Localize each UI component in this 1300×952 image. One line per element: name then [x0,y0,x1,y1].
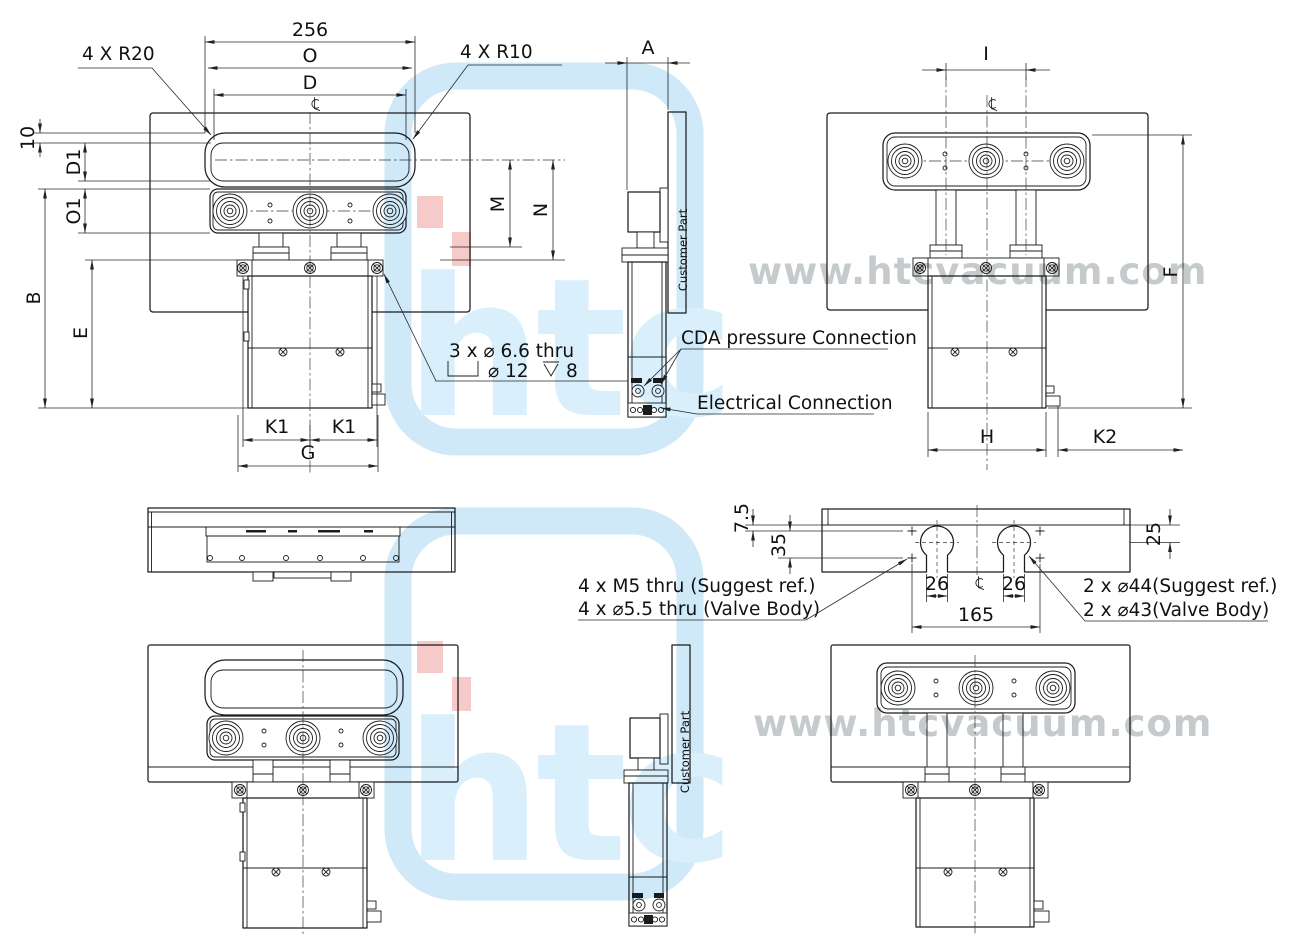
cda-pressure-label: CDA pressure Connection [681,328,917,349]
dim-label-26a: 26 [925,573,949,595]
watermark-red-accent [452,232,471,266]
dim-label-A: A [642,37,655,59]
dim-label-35: 35 [768,533,790,557]
dim-label-F: F [1160,267,1182,278]
cda-port [652,898,666,912]
electrical-connector [643,405,652,415]
dim-label-26b: 26 [1002,573,1026,595]
watermark-logo-text: htc [405,238,729,461]
fitting-left [212,193,248,229]
dim-label-O1: O1 [63,197,85,224]
depth-icon [543,361,559,377]
note-r10: 4 X R10 [460,42,533,63]
hole-note-line1: 3 x ⌀ 6.6 thru [449,341,574,362]
dim-label-25: 25 [1143,522,1165,546]
dim-label-G: G [301,442,316,464]
dim-label-K2: K2 [1093,426,1118,448]
connector-stub [366,910,382,923]
leader-d44 [1028,555,1268,622]
dim-label-256: 256 [292,19,328,41]
dim-label-D1: D1 [63,149,85,176]
watermark-red-accent [452,677,471,711]
dim-label-D: D [303,72,318,94]
valve-body [242,797,368,929]
dim-label-K1a: K1 [265,416,290,438]
electrical-label: Electrical Connection [697,393,893,414]
hole-note-depth: 8 [566,361,578,382]
watermark-url-top: www.htcvacuum.com [748,250,1207,293]
dim-label-O: O [303,45,318,67]
note-d44-line2: 2 x ⌀43(Valve Body) [1083,600,1269,621]
connector-stub [1045,385,1055,394]
rear-view: I F H K2 [826,43,1192,470]
leader-cda-1 [643,348,682,387]
hole-note-cb-dia: ⌀ 12 [488,361,529,382]
watermark-layer: htc htc www.htcvacuum.com www.htcvacuum.… [384,62,1212,906]
connector-stub [1033,910,1050,923]
plan-tab [330,571,352,582]
dim-label-E: E [70,327,92,339]
watermark-red-accent [417,196,443,228]
dim-label-I: I [983,43,989,65]
dim-label-165: 165 [958,604,994,626]
rear-view-bottom [830,644,1131,935]
note-d44-line1: 2 x ⌀44(Suggest ref.) [1083,576,1277,597]
note-r20: 4 X R20 [82,44,155,65]
connector-stub [1045,395,1061,407]
cda-port [651,384,665,398]
watermark-url-bottom: www.htcvacuum.com [753,702,1212,745]
connector-stub [366,900,377,910]
window-inner [210,669,398,709]
plan-tab [273,571,332,579]
connector-stub [1033,900,1044,910]
leader-r20 [78,67,212,136]
watermark-logo-text: htc [405,683,729,906]
electrical-connector [644,915,653,924]
dim-label-B: B [23,291,45,304]
actuator-box [627,191,661,233]
port-label [631,378,642,383]
dim-label-M: M [487,196,509,212]
watermark-logo-bottom: htc [384,507,735,906]
bottom-plate-outline [821,508,1131,573]
front-view-bottom [147,644,459,935]
watermark-logo-top: htc [384,62,735,461]
dim-label-H: H [980,426,994,448]
port-label [653,378,663,383]
cda-port [631,384,645,398]
plan-view [147,507,456,582]
leader-m5 [578,558,908,621]
side-view: Customer Part A CDA pressure Connection … [605,37,917,418]
dim-label-10: 10 [17,126,39,150]
dim-label-N: N [530,203,552,217]
dim-label-7-5: 7.5 [731,503,753,533]
port-label [654,893,664,898]
watermark-red-accent [417,641,443,673]
plan-tab [252,571,274,582]
connector-stub [371,393,386,406]
counterbore-icon [447,361,479,377]
actuator-box [629,717,661,759]
connector-stub [371,383,382,393]
dim-label-K1b: K1 [332,416,357,438]
